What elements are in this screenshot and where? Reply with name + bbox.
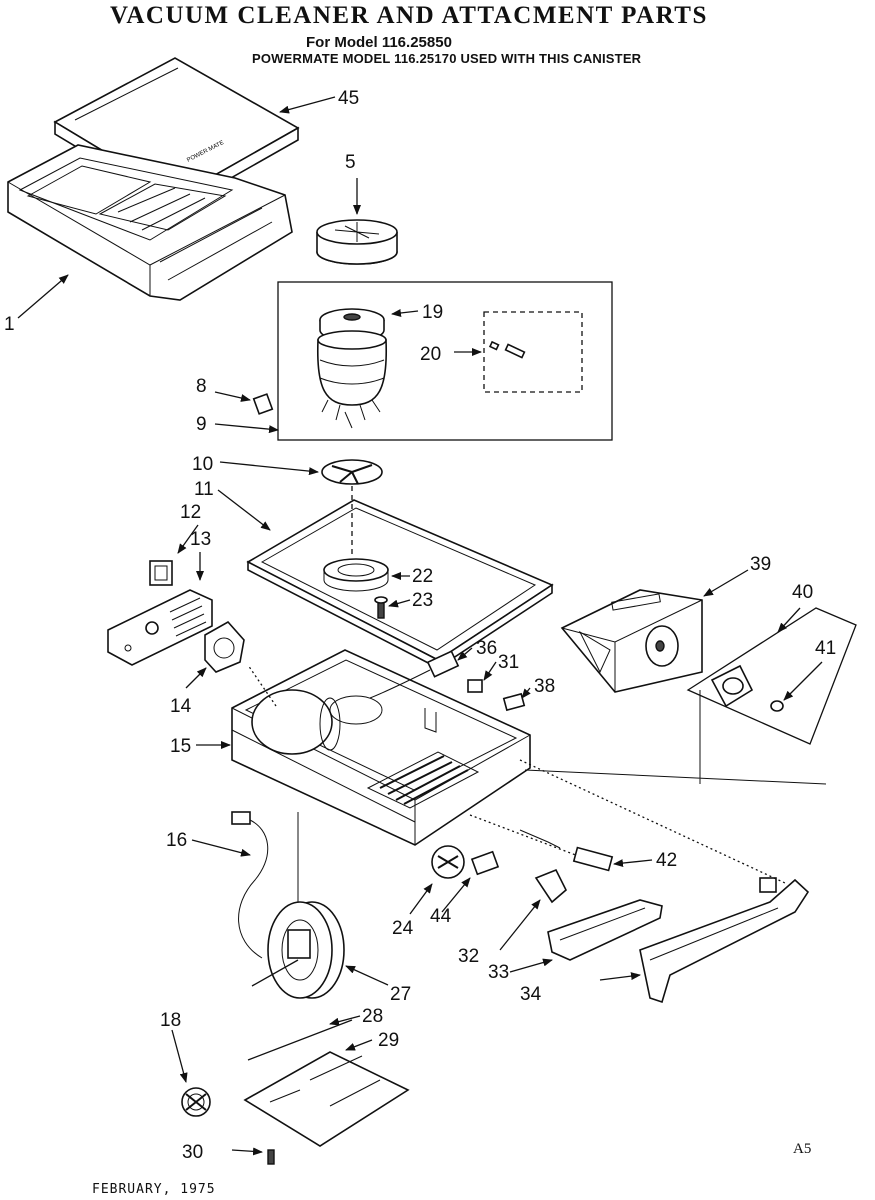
part-label-36: 36 [476,638,497,659]
part-label-40: 40 [792,582,813,603]
canister-top-part [7,144,293,301]
guide-line [519,759,786,884]
page-code: A5 [793,1141,812,1157]
part-label-38: 38 [534,676,555,697]
part-label-9: 9 [196,414,207,435]
leader-arrows [17,96,823,1156]
part-label-1: 1 [4,314,15,335]
bumper-handle-part [639,877,810,1004]
part-label-20: 20 [420,344,441,365]
part-label-10: 10 [192,454,213,475]
powermate-note: POWERMATE MODEL 116.25170 USED WITH THIS… [252,51,642,66]
fan-cover-part [316,219,398,265]
skid-parts [431,845,567,904]
part-label-5: 5 [345,152,356,173]
cord-reel-part [231,811,345,999]
motor-part [316,308,388,429]
switch-panel-part [107,560,245,673]
part-label-14: 14 [170,696,192,717]
gasket-part [321,459,383,485]
canister-body-part [231,649,531,846]
part-label-41: 41 [815,638,836,659]
brush-part [488,340,526,359]
part-label-34: 34 [520,984,542,1005]
part-label-19: 19 [422,302,443,323]
part-label-28: 28 [362,1006,383,1027]
brush-kit-box [483,311,583,393]
part-label-42: 42 [656,850,677,871]
part-label-32: 32 [458,946,479,967]
page-title: VACUUM CLEANER AND ATTACMENT PARTS [110,2,708,29]
leader-line [524,690,827,785]
part-label-8: 8 [196,376,207,397]
part-label-39: 39 [750,554,771,575]
small-clip-part [252,393,274,415]
part-label-16: 16 [166,830,187,851]
valve-kit-box [686,607,857,745]
pedal-part [547,899,663,961]
terminal-parts [369,650,526,712]
part-label-22: 22 [412,566,433,587]
tray-part [246,486,554,670]
model-subtitle: For Model 116.25850 [306,34,452,51]
hose-clip-part [469,814,614,872]
part-label-29: 29 [378,1030,399,1051]
part-number-labels: 45 1 5 19 20 8 9 10 11 12 13 14 15 22 23… [4,88,836,1163]
part-label-30: 30 [182,1142,203,1163]
bottom-plate-part [181,1019,410,1165]
part-label-15: 15 [170,736,191,757]
part-label-12: 12 [180,502,201,523]
motor-assembly-box [277,281,613,441]
part-label-44: 44 [430,906,452,927]
part-label-27: 27 [390,984,411,1005]
filter-housing-part [560,589,703,693]
part-label-18: 18 [160,1010,181,1031]
guide-line [247,664,277,707]
footer-date: FEBRUARY, 1975 [92,1182,216,1197]
part-label-11: 11 [194,479,214,500]
part-label-24: 24 [392,918,414,939]
part-label-33: 33 [488,962,509,983]
part-label-45: 45 [338,88,359,109]
part-label-23: 23 [412,590,433,611]
valve-part [710,664,784,712]
part-label-13: 13 [190,529,211,550]
part-label-31: 31 [498,652,519,673]
